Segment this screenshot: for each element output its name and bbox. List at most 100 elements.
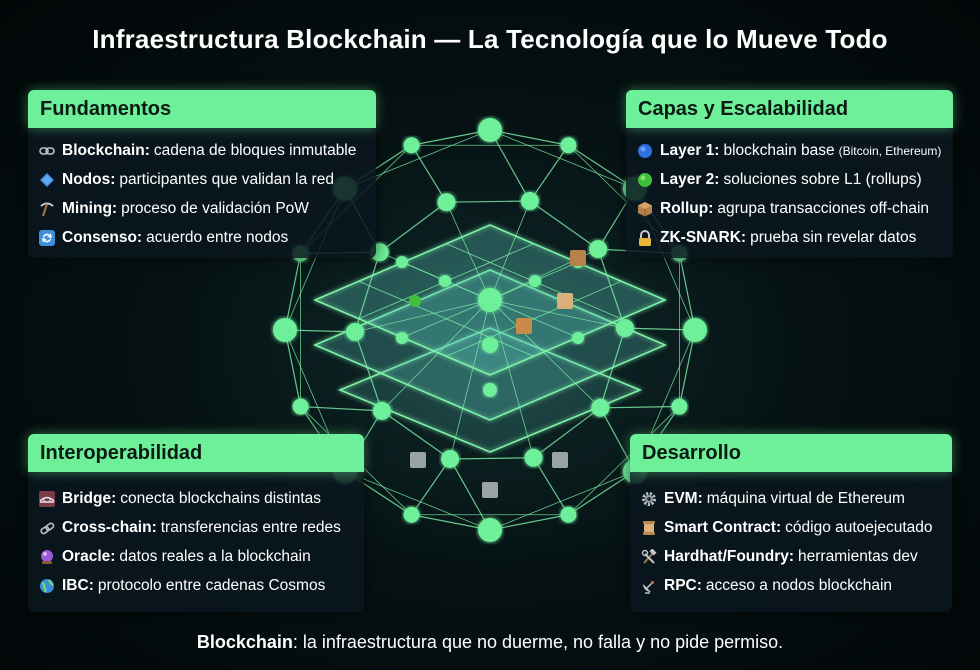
network-node (441, 449, 460, 468)
network-edge (379, 201, 447, 253)
network-edge (489, 471, 636, 531)
network-node (483, 383, 497, 397)
item-term: Oracle: (62, 547, 116, 565)
list-item: ZK-SNARK: prueba sin revelar datos (636, 223, 943, 252)
network-node (403, 506, 420, 523)
item-description: acceso a nodos blockchain (705, 576, 893, 594)
network-edge (529, 200, 599, 250)
network-node (437, 193, 456, 212)
network-node (478, 518, 502, 542)
network-edge (300, 405, 382, 412)
chain-node-icon (410, 452, 426, 468)
panel-desarrollo: Desarrollo EVM: máquina virtual de Ether… (630, 434, 952, 612)
blue-circle-icon (636, 142, 654, 160)
network-edge (489, 129, 531, 202)
network-node (683, 318, 707, 342)
network-edge (284, 253, 302, 331)
blue-diamond-icon (38, 171, 56, 189)
network-node (520, 192, 539, 211)
network-edge (489, 299, 601, 409)
item-description: conecta blockchains distintas (120, 489, 322, 507)
network-node (273, 318, 297, 342)
item-description: soluciones sobre L1 (rollups) (723, 170, 922, 188)
chain-link-icon (38, 142, 56, 160)
scroll-node-icon (557, 293, 573, 309)
scroll-icon (640, 519, 658, 537)
package-node-icon (516, 318, 532, 334)
network-node (478, 118, 502, 142)
list-item: Consenso: acuerdo entre nodos (38, 223, 366, 252)
tagline-text: : la infraestructura que no duerme, no f… (292, 632, 784, 652)
network-node (589, 240, 608, 259)
network-node (396, 332, 408, 344)
network-edge (449, 458, 491, 531)
list-item: Bridge: conecta blockchains distintas (38, 484, 354, 513)
network-node (671, 398, 688, 415)
network-edge (489, 129, 636, 189)
panel-interoperabilidad: Interoperabilidad Bridge: conecta blockc… (28, 434, 364, 612)
item-description: transferencias entre redes (160, 518, 341, 536)
network-node (403, 137, 420, 154)
pickaxe-icon (38, 200, 56, 218)
network-edge (533, 457, 569, 516)
package-icon (636, 200, 654, 218)
item-description: protocolo entre cadenas Cosmos (97, 576, 326, 594)
item-description: datos reales a la blockchain (119, 547, 311, 565)
list-item: Layer 2: soluciones sobre L1 (rollups) (636, 165, 943, 194)
green-circle-icon (636, 171, 654, 189)
network-node (292, 398, 309, 415)
list-item: RPC: acceso a nodos blockchain (640, 571, 942, 600)
item-term: Layer 1: (660, 141, 720, 159)
list-item: Smart Contract: código autoejecutado (640, 513, 942, 542)
item-term: Layer 2: (660, 170, 720, 188)
pickaxe-node-icon (482, 482, 498, 498)
network-node (396, 256, 408, 268)
network-edge (450, 457, 534, 460)
item-description: participantes que validan la red (119, 170, 334, 188)
item-term: Mining: (62, 199, 118, 217)
item-description: blockchain base (723, 141, 835, 159)
network-edge (411, 144, 447, 203)
network-edge (599, 407, 636, 472)
item-description: agrupa transacciones off-chain (717, 199, 930, 217)
panel-capas-escalabilidad: Capas y Escalabilidad Layer 1: blockchai… (626, 90, 953, 258)
network-edge (489, 514, 569, 531)
list-item: Nodos: participantes que validan la red (38, 165, 366, 194)
item-term: ZK-SNARK: (660, 228, 747, 246)
item-term: Hardhat/Foundry: (664, 547, 795, 565)
item-term: Nodos: (62, 170, 116, 188)
bridge-icon (38, 490, 56, 508)
network-node (524, 448, 543, 467)
crystal-ball-icon (38, 548, 56, 566)
tagline: Blockchain: la infraestructura que no du… (0, 632, 980, 653)
network-edge (489, 299, 534, 458)
list-item: IBC: protocolo entre cadenas Cosmos (38, 571, 354, 600)
satellite-dish-icon (640, 577, 658, 595)
network-node (346, 322, 365, 341)
network-node (572, 332, 584, 344)
network-edge (354, 299, 491, 333)
list-item: Cross-chain: transferencias entre redes (38, 513, 354, 542)
network-edge (568, 406, 680, 516)
list-item: EVM: máquina virtual de Ethereum (640, 484, 942, 513)
panel-heading: Capas y Escalabilidad (626, 90, 953, 128)
network-node (439, 275, 451, 287)
network-edge (678, 329, 696, 407)
network-edge (381, 410, 451, 460)
list-item: Layer 1: blockchain base (Bitcoin, Ether… (636, 136, 943, 165)
link-icon (38, 519, 56, 537)
network-node (615, 319, 634, 338)
network-node (482, 337, 498, 353)
network-edge (529, 144, 569, 202)
list-item: Rollup: agrupa transacciones off-chain (636, 194, 943, 223)
item-description: acuerdo entre nodos (146, 228, 289, 246)
item-term: Consenso: (62, 228, 143, 246)
network-edge (597, 248, 626, 329)
list-item: Hardhat/Foundry: herramientas dev (640, 542, 942, 571)
item-description: código autoejecutado (785, 518, 933, 536)
item-term: Blockchain: (62, 141, 150, 159)
panel-heading: Desarrollo (630, 434, 952, 472)
panel-heading: Interoperabilidad (28, 434, 364, 472)
item-description: cadena de bloques inmutable (153, 141, 357, 159)
